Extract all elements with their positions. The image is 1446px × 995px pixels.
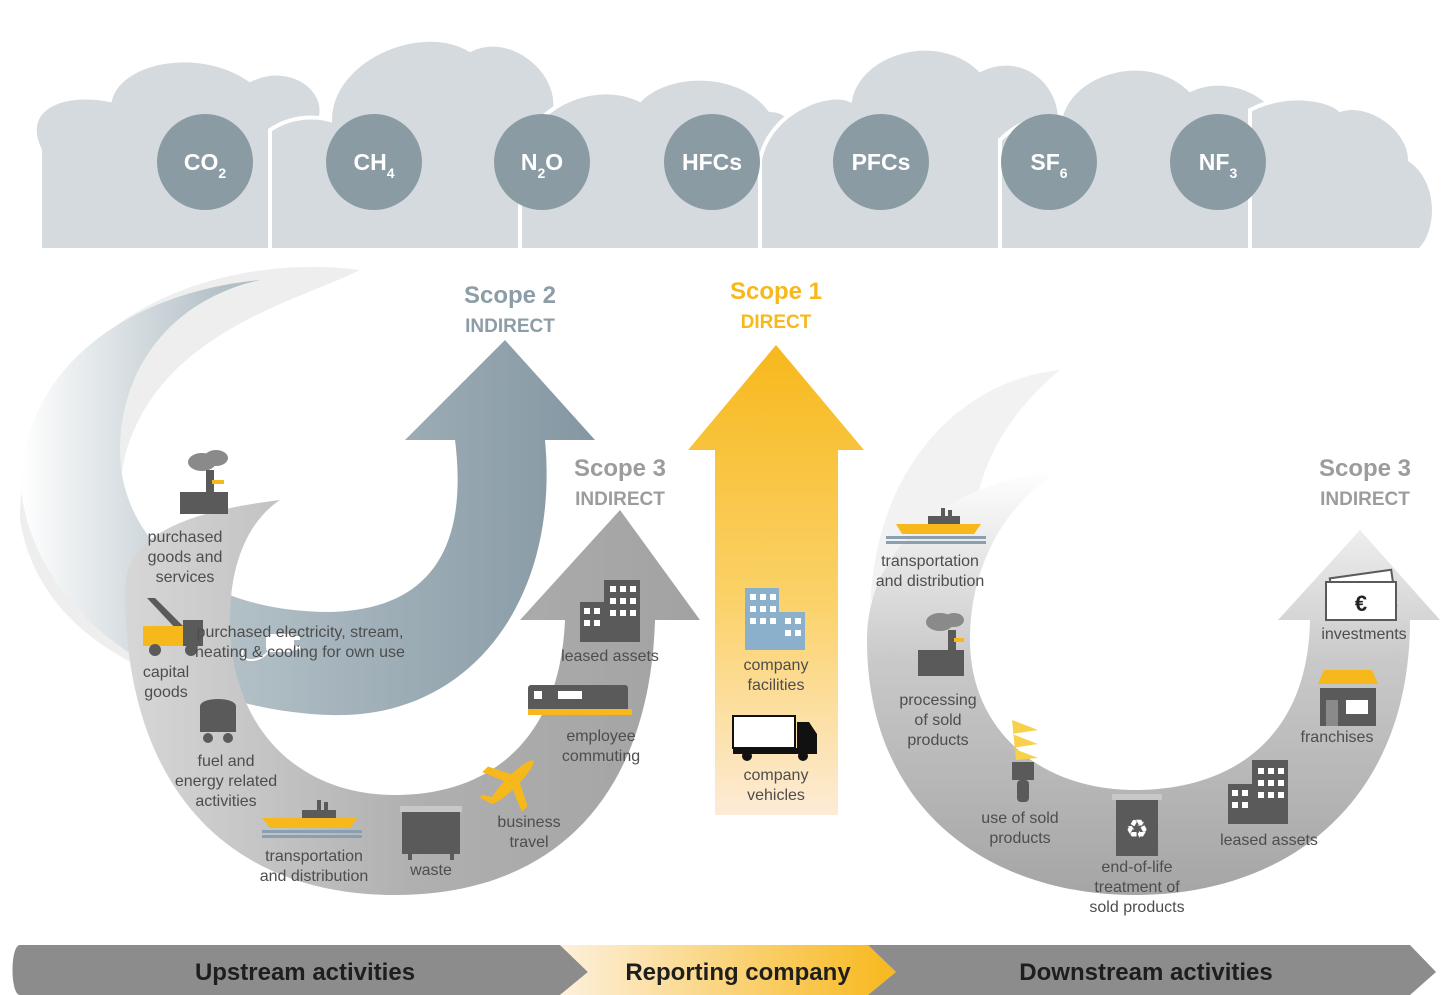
value-chain-band: Upstream activities Reporting company Do…	[12, 945, 1436, 995]
waste-label: waste	[409, 862, 452, 879]
downstream-leased-assets-label: leased assets	[1220, 832, 1318, 849]
gas-badge: N2O	[494, 114, 590, 210]
upstream-label: Upstream activities	[195, 959, 415, 986]
scope1-title: Scope 1	[730, 278, 822, 305]
gas-formula: PFCs	[852, 149, 911, 175]
gas-circle	[1001, 114, 1097, 210]
scope1-subtitle: DIRECT	[741, 312, 812, 333]
waste-container-icon	[400, 806, 462, 860]
downstream-band	[868, 945, 1436, 995]
gas-badge: PFCs	[833, 114, 929, 210]
office-building-icon-downstream	[1228, 760, 1288, 824]
delivery-truck-icon	[732, 715, 817, 761]
gas-badge: NF3	[1170, 114, 1266, 210]
reporting-label: Reporting company	[625, 959, 851, 986]
franchises-label: franchises	[1301, 729, 1374, 746]
greenhouse-gas-row: CO2 CH4 N2O HFCs PFCs SF6 NF3	[157, 114, 1266, 210]
gas-badge: CH4	[326, 114, 422, 210]
ship-icon-upstream	[262, 800, 362, 838]
electric-plug-icon	[241, 634, 300, 661]
gas-formula: HFCs	[682, 149, 742, 175]
downstream-label: Downstream activities	[1019, 959, 1272, 986]
scope3-down-title: Scope 3	[1319, 455, 1411, 482]
factory-icon	[180, 450, 228, 514]
scope3-down-subtitle: INDIRECT	[1320, 489, 1410, 510]
gas-circle	[664, 114, 760, 210]
scope3-up-subtitle: INDIRECT	[575, 489, 665, 510]
scope2-electricity-label: purchased electricity, stream,heating & …	[195, 624, 405, 661]
gas-circle	[833, 114, 929, 210]
reporting-band	[560, 945, 896, 995]
office-building-icon-upstream	[580, 580, 640, 642]
gas-badge: SF6	[1001, 114, 1097, 210]
crane-truck-icon	[143, 598, 203, 656]
train-icon	[528, 685, 632, 715]
scope1-arrow	[688, 345, 864, 815]
ship-icon-downstream	[886, 508, 986, 544]
scope2-subtitle: INDIRECT	[465, 316, 555, 337]
gas-formula: CH4	[353, 149, 394, 181]
gas-circle	[326, 114, 422, 210]
airplane-icon	[479, 760, 534, 812]
gas-formula: N2O	[521, 149, 563, 181]
recycling-bin-icon: ♻	[1112, 794, 1162, 856]
factory-icon-downstream	[918, 613, 964, 676]
gas-badge: HFCs	[664, 114, 760, 210]
gas-circle	[1170, 114, 1266, 210]
svg-text:€: €	[1355, 591, 1367, 616]
upstream-leased-assets-label: leased assets	[561, 648, 659, 665]
scope3-up-title: Scope 3	[574, 455, 666, 482]
upstream-band	[12, 945, 588, 995]
gas-badge: CO2	[157, 114, 253, 210]
storefront-icon	[1318, 670, 1378, 726]
coal-wagon-icon	[200, 699, 236, 743]
scope2-title: Scope 2	[464, 282, 556, 309]
gas-formula: SF6	[1030, 149, 1067, 181]
light-bulb-icon	[1012, 720, 1038, 802]
investments-label: investments	[1321, 626, 1406, 643]
gas-circle	[157, 114, 253, 210]
scope3-upstream-arrow	[125, 500, 700, 895]
gas-formula: CO2	[184, 149, 227, 181]
gas-formula: NF3	[1199, 149, 1238, 181]
company-building-icon	[745, 588, 805, 650]
scope3-downstream-arrow	[867, 470, 1440, 895]
svg-text:♻: ♻	[1125, 814, 1148, 844]
gas-circle	[494, 114, 590, 210]
euro-banknote-icon: €	[1325, 568, 1398, 621]
